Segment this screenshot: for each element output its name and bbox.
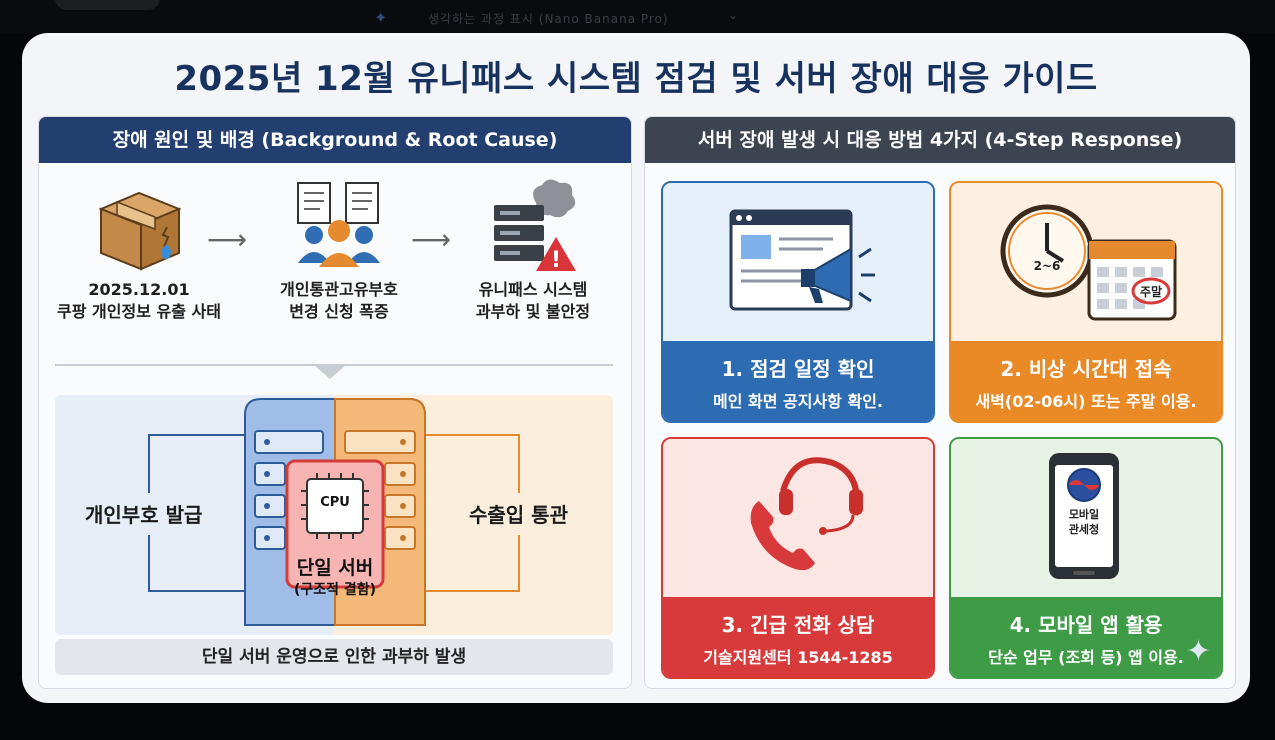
step-3-card[interactable]: 3. 긴급 전화 상담 기술지원센터 1544-1285 (661, 437, 935, 679)
package-icon (98, 191, 182, 271)
server-diagram-lines (148, 398, 520, 626)
overload-summary-bar: 단일 서버 운영으로 인한 과부하 발생 (55, 639, 613, 675)
flow-item-leak: 2025.12.01 쿠팡 개인정보 유출 사태 (49, 179, 229, 323)
chevron-down-icon[interactable]: ⌄ (728, 8, 739, 22)
background-panel-header: 장애 원인 및 배경 (Background & Root Cause) (39, 117, 631, 163)
customs-clearance-label: 수출입 통관 (469, 503, 568, 527)
flow-label-1-line1: 2025.12.01 (88, 280, 190, 299)
flow-label-3-line2: 과부하 및 불안정 (475, 302, 591, 321)
background-top-bar: ✦ 생각하는 과정 표시 (Nano Banana Pro) ⌄ (0, 0, 1275, 34)
personal-code-label: 개인부호 발급 (85, 503, 203, 527)
svg-text:!: ! (551, 248, 561, 273)
page-title: 2025년 12월 유니패스 시스템 점검 및 서버 장애 대응 가이드 (174, 59, 1098, 99)
step-1-card[interactable]: 1. 점검 일정 확인 메인 화면 공지사항 확인. (661, 181, 935, 423)
documents-people-icon (297, 182, 380, 267)
app-label: 모바일 관세청 (1055, 507, 1113, 537)
phone-headset-icon (750, 457, 863, 571)
step-2-title: 2. 비상 시간대 접속 (1000, 357, 1172, 381)
background-panel: 장애 원인 및 배경 (Background & Root Cause) 202… (38, 116, 632, 689)
step-4-desc: 단순 업무 (조회 등) 앱 이용. (988, 648, 1184, 667)
faint-header-text: 생각하는 과정 표시 (Nano Banana Pro) (428, 12, 669, 26)
step-2-desc: 새벽(02-06시) 또는 주말 이용. (975, 392, 1197, 411)
step-3-title: 3. 긴급 전화 상담 (721, 613, 875, 637)
step-1-title: 1. 점검 일정 확인 (721, 357, 875, 381)
sparkle-icon: ✦ (1185, 634, 1211, 669)
flow-label-1-line2: 쿠팡 개인정보 유출 사태 (57, 302, 221, 321)
flow-label-3-line1: 유니패스 시스템 (478, 280, 588, 299)
arrow-right-icon: ⟶ (411, 223, 452, 256)
cpu-label: CPU (320, 495, 350, 510)
infographic-card: 2025년 12월 유니패스 시스템 점검 및 서버 장애 대응 가이드 장애 … (22, 33, 1250, 703)
step-4-title: 4. 모바일 앱 활용 (1009, 613, 1163, 637)
app-label-line1: 모바일 (1068, 508, 1100, 521)
arrow-right-icon: ⟶ (207, 223, 248, 256)
response-panel: 서버 장애 발생 시 대응 방법 4가지 (4-Step Response) (644, 116, 1236, 689)
single-server-subtitle: (구조적 결함) (293, 582, 377, 598)
top-pill[interactable] (55, 0, 160, 10)
notice-megaphone-icon (729, 209, 875, 311)
divider-notch (314, 365, 346, 379)
response-panel-header: 서버 장애 발생 시 대응 방법 4가지 (4-Step Response) (645, 117, 1235, 163)
single-server-title: 단일 서버 (296, 557, 374, 579)
step-4-card[interactable]: 모바일 관세청 4. 모바일 앱 활용 단순 업무 (조회 등) 앱 이용. ✦ (949, 437, 1223, 679)
flow-label-2-line1: 개인통관고유부호 (280, 280, 398, 299)
sparkle-icon: ✦ (374, 8, 388, 27)
server-warning-icon: ! (494, 179, 576, 273)
mobile-app-icon (1049, 453, 1119, 579)
step-1-desc: 메인 화면 공지사항 확인. (713, 392, 883, 411)
flow-label-2-line2: 변경 신청 폭증 (289, 302, 389, 321)
weekend-label: 주말 (1139, 285, 1163, 299)
flow-item-overload: ! 유니패스 시스템 과부하 및 불안정 (443, 179, 623, 323)
flow-item-surge: 개인통관고유부호 변경 신청 폭증 (239, 179, 439, 323)
app-label-line2: 관세청 (1068, 523, 1100, 536)
single-server-diagram: CPU 단일 서버 (구조적 결함) 개인부호 발급 수출입 통관 (55, 395, 613, 635)
clock-calendar-icon (1000, 204, 1177, 321)
step-2-card[interactable]: 2~6 주말 2. 비상 시간대 접속 새벽(02-06시) 또는 주말 이용. (949, 181, 1223, 423)
clock-time-label: 2~6 (1033, 259, 1061, 273)
step-3-desc: 기술지원센터 1544-1285 (703, 648, 893, 667)
